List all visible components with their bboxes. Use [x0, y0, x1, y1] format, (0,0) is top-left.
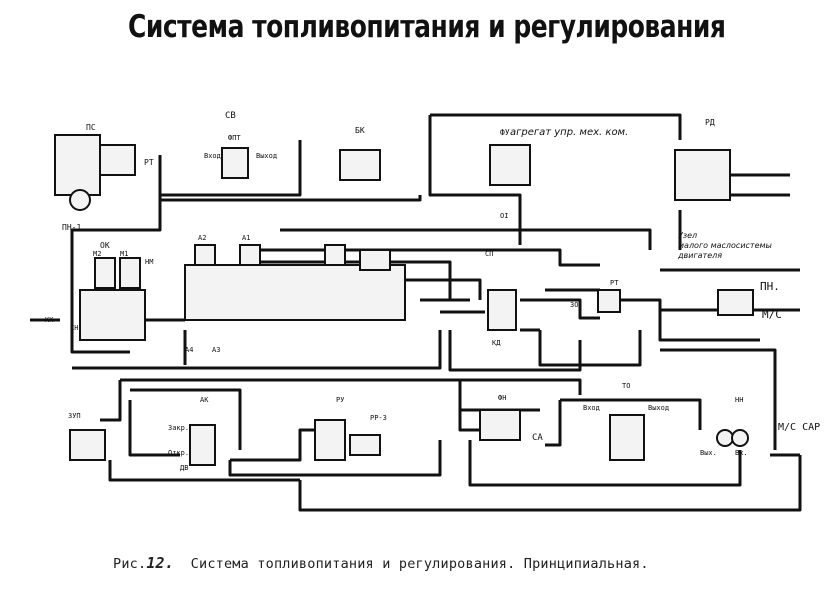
- label-rt2: РТ: [610, 279, 619, 287]
- label-pd: РД: [705, 118, 715, 127]
- label-m1: М1: [120, 250, 128, 258]
- nn-pump-b: [731, 429, 749, 447]
- ok-block: [79, 289, 146, 341]
- label-kn: КН: [70, 324, 78, 332]
- label-bk: БК: [355, 126, 365, 135]
- components: [54, 134, 754, 466]
- label-pc: ПС: [86, 123, 96, 132]
- label-sv: СВ: [225, 111, 236, 121]
- label-ms: М/С: [762, 308, 782, 321]
- label-agregat: агрегат упр. мех. ком.: [510, 127, 628, 138]
- fn-unit: [479, 409, 521, 441]
- label-fu: ФУ: [500, 128, 510, 137]
- label-uzel: Узел: [678, 231, 697, 240]
- label-m2: М2: [93, 250, 101, 258]
- label-vkh: Вход: [204, 152, 221, 160]
- bk-block: [339, 149, 381, 181]
- label-a4: А4: [185, 346, 193, 354]
- label-zakr: Закр.: [168, 424, 189, 432]
- caption-number: 12.: [146, 554, 175, 572]
- indicator-box: [717, 289, 754, 316]
- label-zup: ЗУП: [68, 412, 81, 420]
- label-vkhod2: Вход: [583, 404, 600, 412]
- pc-unit: [54, 134, 101, 196]
- a2-chamber: [194, 244, 216, 266]
- label-sa: СА: [532, 433, 543, 443]
- pp3-unit: [349, 434, 381, 456]
- label-nm: НМ: [145, 258, 153, 266]
- rt-valve: [597, 289, 621, 313]
- caption-text: Система топливопитания и регулирования. …: [190, 556, 649, 572]
- label-ms-sar: М/С САР: [778, 422, 820, 433]
- main-regulator-body: [184, 264, 406, 321]
- label-ak: АК: [200, 396, 209, 404]
- m1-motor: [119, 257, 141, 289]
- label-fn: ФН: [498, 394, 506, 402]
- label-a2: А2: [198, 234, 206, 242]
- label-kk: КК: [45, 316, 54, 324]
- a4-chamber: [359, 249, 391, 271]
- label-zo: ЗО: [570, 301, 578, 309]
- zup-unit: [69, 429, 106, 461]
- label-dv: ДВ: [180, 464, 188, 472]
- label-nn: НН: [735, 396, 743, 404]
- label-uzel2: малого маслосистемы: [678, 241, 772, 250]
- figure-caption: Рис.12. Система топливопитания и регулир…: [113, 554, 649, 572]
- label-pn1: ПН-1: [62, 223, 81, 232]
- label-pu: РУ: [336, 396, 344, 404]
- m2-motor: [94, 257, 116, 289]
- ak-unit: [189, 424, 216, 466]
- label-fpt: ФПТ: [228, 134, 241, 142]
- nn-pump-a: [716, 429, 734, 447]
- pn1-pump: [69, 189, 91, 211]
- label-vykh: Вых.: [700, 449, 717, 457]
- page-title: Система топливопитания и регулирования: [128, 8, 726, 45]
- pd-unit: [674, 149, 731, 201]
- label-a1: А1: [242, 234, 250, 242]
- label-to: ТО: [622, 382, 630, 390]
- pu-unit: [314, 419, 346, 461]
- label-rt: РТ: [144, 158, 154, 167]
- label-oi: ОІ: [500, 212, 508, 220]
- label-sp: СП: [485, 250, 493, 258]
- label-pp3: РР-3: [370, 414, 387, 422]
- a3-chamber: [324, 244, 346, 266]
- label-otkr: Откр.: [168, 449, 189, 457]
- a1-chamber: [239, 244, 261, 266]
- label-vykhod2: Выход: [648, 404, 669, 412]
- label-vykhod: Выход: [256, 152, 277, 160]
- diagram-labels: ПС РТ ПН-1 СВ ФПТ Вход Выход БК агрегат …: [45, 111, 820, 472]
- kd-valve: [487, 289, 517, 331]
- label-kd: КД: [492, 339, 501, 347]
- label-pn: ПН.: [760, 280, 780, 293]
- to-exchanger: [609, 414, 645, 461]
- fu-agregat: [489, 144, 531, 186]
- fpt-filter: [221, 147, 249, 179]
- pc-valve: [99, 144, 136, 176]
- label-vx: Вх.: [735, 449, 748, 457]
- label-ok: ОК: [100, 241, 110, 250]
- label-uzel3: двигателя: [677, 251, 722, 260]
- caption-prefix: Рис.: [113, 556, 147, 572]
- label-a3: АЗ: [212, 346, 220, 354]
